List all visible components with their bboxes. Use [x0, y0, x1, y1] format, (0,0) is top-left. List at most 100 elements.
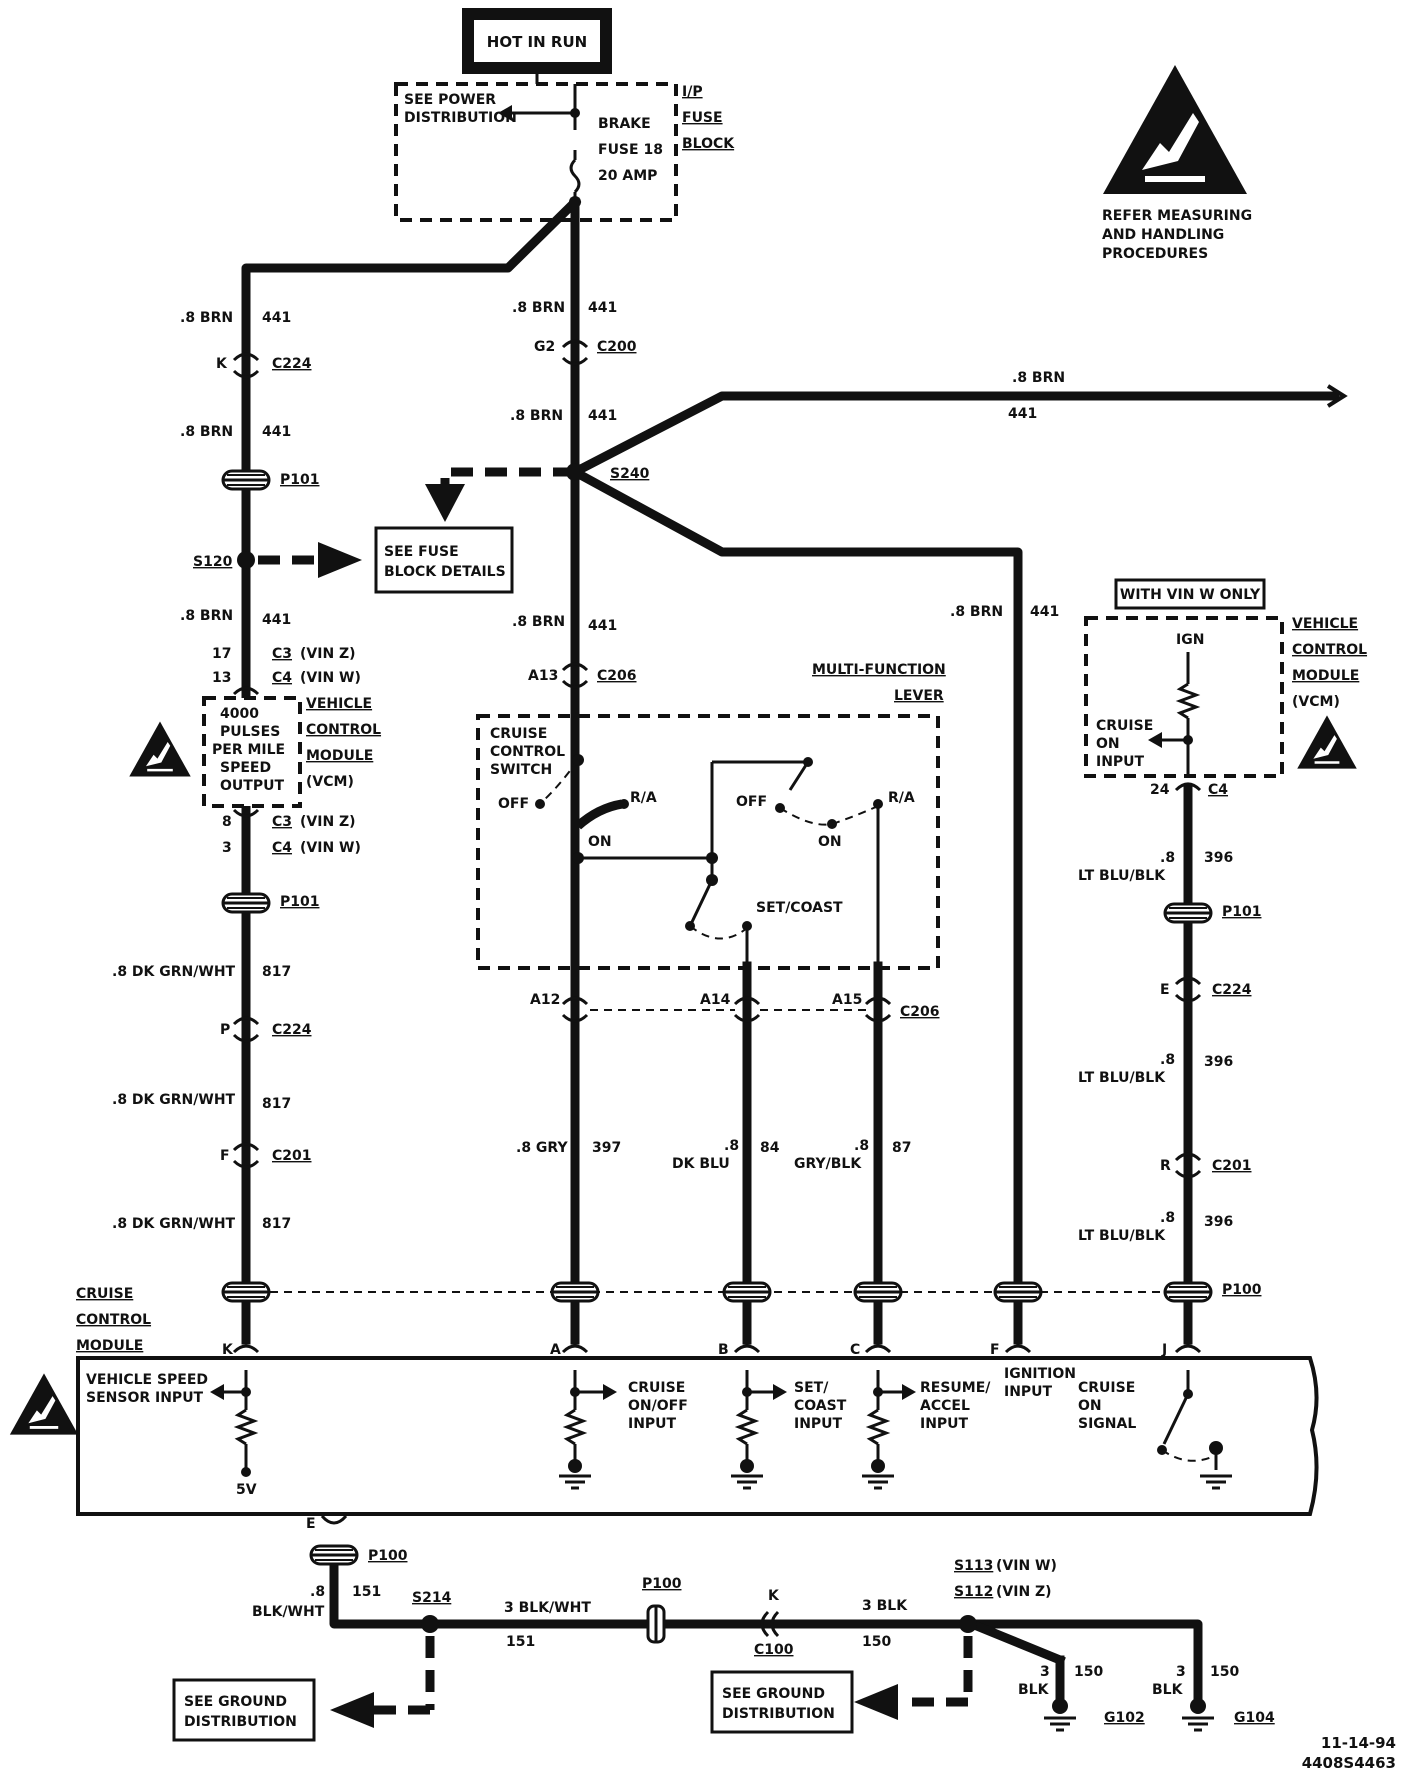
ccm-cruise-on-signal-circuit: CRUISE ON SIGNAL: [1078, 1370, 1234, 1490]
vcm-top-conn-2: C4: [272, 670, 292, 686]
ccm-pin-j: J: [1161, 1342, 1167, 1358]
vcm-right-label-4: (VCM): [1292, 694, 1340, 710]
cruise-on-signal-1: CRUISE: [1078, 1380, 1135, 1396]
c206-bottom-connectors: [561, 996, 892, 1023]
set-coast-blade: [690, 879, 714, 923]
c100-label: C100: [754, 1642, 794, 1658]
p100-inline-k: [221, 1281, 271, 1303]
arrow-right-filled-icon: [318, 542, 362, 578]
set-coast-arc: [689, 925, 748, 940]
ccm-socket-c: [864, 1344, 892, 1354]
c206-a14-female: [733, 1013, 761, 1023]
s214-splice: [421, 1615, 439, 1633]
right-w1-size-2: LT BLU/BLK: [1078, 868, 1166, 884]
c206-a13-label: C206: [597, 668, 637, 684]
resume-accel-2: ACCEL: [920, 1398, 970, 1414]
s240-dashed-branch: [440, 467, 575, 488]
ground-w2-size: 3 BLK/WHT: [504, 1600, 591, 1616]
vss-5v-node: [241, 1467, 251, 1477]
ign-label: IGN: [1176, 632, 1204, 648]
left-w1-size: .8 BRN: [180, 310, 233, 326]
vcm-left-top-socket: [232, 686, 260, 696]
s113-note: (VIN W): [996, 1558, 1057, 1574]
c224-left-b-pin: P: [220, 1022, 230, 1038]
right-w2-circuit: 396: [1204, 1054, 1233, 1070]
p100-inline-f: [993, 1281, 1043, 1303]
g102-wire-1: 3: [1040, 1664, 1050, 1680]
c201-left-female: [232, 1159, 260, 1169]
left-w1-circuit: 441: [262, 310, 291, 326]
see-fuse-block-box: [374, 526, 514, 594]
wire-87-size-1: .8: [854, 1138, 869, 1154]
right-w1-circuit: 396: [1204, 850, 1233, 866]
see-ground-2-line-1: SEE GROUND: [722, 1686, 825, 1702]
onoff-resistor: [562, 1408, 588, 1446]
switch-ra-label: R/A: [630, 790, 657, 806]
see-ground-box-1: [172, 1678, 316, 1742]
c206-a13-female: [561, 679, 589, 689]
vcm-right-label-2: CONTROL: [1292, 642, 1367, 658]
ccm-pin-k: K: [222, 1342, 234, 1358]
left-w6-size: .8 DK GRN/WHT: [112, 1216, 236, 1232]
g104-wire-1: 3: [1176, 1664, 1186, 1680]
c206-pin-a15: A15: [832, 992, 862, 1008]
ccm-socket-b: [733, 1344, 761, 1354]
center-w1-circuit: 441: [588, 300, 617, 316]
ccm-socket-f: [1004, 1344, 1032, 1354]
c200-pin: G2: [534, 339, 555, 355]
set-coast-input-2: COAST: [794, 1398, 847, 1414]
vcm-bottom-pin-1: 8: [222, 814, 232, 830]
center-w3-size: .8 BRN: [512, 614, 565, 630]
vcm-box-3: PER MILE: [212, 742, 285, 758]
resume-on-label: ON: [818, 834, 842, 850]
fuse-text-3: 20 AMP: [598, 168, 657, 184]
mfl-title-1: MULTI-FUNCTION: [812, 662, 946, 678]
vcm-top-pin-1: 17: [212, 646, 231, 662]
ccm-socket-k: [232, 1344, 260, 1354]
c100-pin: K: [768, 1588, 780, 1604]
fuse-block-label-1: I/P: [682, 84, 703, 100]
arrow-right-icon: [773, 1384, 787, 1400]
cruise-on-off-3: INPUT: [628, 1416, 677, 1432]
bus-node-1: [706, 852, 718, 864]
esd-note-1: REFER MEASURING: [1102, 208, 1252, 224]
g102-circuit: 150: [1074, 1664, 1103, 1680]
vcm-left-label-4: (VCM): [306, 774, 354, 790]
vcm-left-box: [202, 696, 302, 808]
fuse-text-1: BRAKE: [598, 116, 651, 132]
right-w3-size-1: .8: [1160, 1210, 1175, 1226]
switch-off-arc: [543, 759, 579, 801]
c224-left-female: [232, 369, 260, 379]
ground-w1-circuit: 151: [352, 1584, 381, 1600]
s113-label: S113: [954, 1558, 993, 1574]
center-w2-size: .8 BRN: [510, 408, 563, 424]
center-w3-circuit: 441: [588, 618, 617, 634]
mfl-outline: [476, 714, 940, 970]
vcm-box-5: OUTPUT: [220, 778, 284, 794]
ground-w2-circuit: 151: [506, 1634, 535, 1650]
vcm-right-label-3: MODULE: [1292, 668, 1359, 684]
ground-wire-g102: [966, 1618, 1066, 1666]
res-gnd-node: [871, 1459, 885, 1473]
resume-accel-1: RESUME/: [920, 1380, 991, 1396]
center-w2-circuit: 441: [588, 408, 617, 424]
s113-splice: [959, 1615, 977, 1633]
arrow-right-icon: [603, 1384, 617, 1400]
ccm-pin-a: A: [550, 1342, 561, 1358]
arrow-left-icon: [1148, 732, 1162, 748]
c224-left-label: C224: [272, 356, 312, 372]
cruise-on-off-2: ON/OFF: [628, 1398, 688, 1414]
fuse-block-outline: [394, 82, 678, 222]
s120-splice: [237, 551, 255, 569]
vcm-right-label-1: VEHICLE: [1292, 616, 1358, 632]
ccm-title-2: CONTROL: [76, 1312, 151, 1328]
vcm-left-bottom-socket: [232, 808, 260, 818]
vcm-bottom-note-1: (VIN Z): [300, 814, 356, 830]
mfl-title-2: LEVER: [894, 688, 944, 704]
ground-w1-size-1: .8: [310, 1584, 325, 1600]
ccm-set-coast-circuit: SET/ COAST INPUT: [729, 1370, 847, 1490]
fuse-block: SEE POWER DISTRIBUTION BRAKE FUSE 18 20 …: [394, 82, 735, 222]
ccm-title-3: MODULE: [76, 1338, 143, 1354]
c206-pin-a12: A12: [530, 992, 560, 1008]
left-w4-circuit: 817: [262, 964, 291, 980]
